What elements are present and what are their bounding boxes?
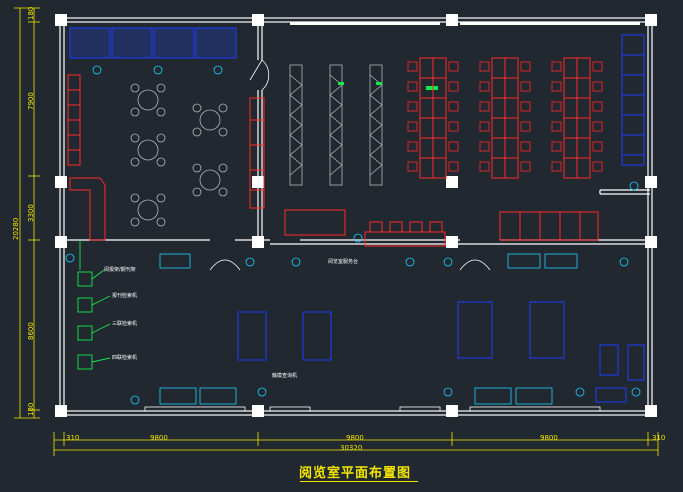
shelf-units xyxy=(249,97,265,209)
dimension-lines xyxy=(14,7,659,456)
label-service-desk: 阅览室服务台 xyxy=(328,259,359,265)
green-markers xyxy=(338,82,438,90)
dim-left-total: 20280 xyxy=(12,217,20,240)
label-item-a: 阅报架/期刊架 xyxy=(104,267,136,273)
round-tables xyxy=(130,83,228,227)
reading-tables xyxy=(419,57,591,179)
doors xyxy=(144,59,601,412)
dim-left-2: 7900 xyxy=(27,92,35,110)
dim-bottom-1: 310 xyxy=(66,434,80,442)
dim-bottom-4: 9800 xyxy=(540,434,558,442)
left-shelf xyxy=(67,74,106,241)
plants xyxy=(65,65,641,405)
windows-top xyxy=(290,22,640,25)
dim-left-1: 180 xyxy=(27,6,35,20)
service-desk xyxy=(284,209,599,247)
dim-bottom-3: 9800 xyxy=(346,434,364,442)
carrels-top-left xyxy=(69,27,237,59)
label-item-b: 报刊检索机 xyxy=(112,293,138,299)
dim-bottom-5: 310 xyxy=(652,434,666,442)
label-item-c: 三联检索机 xyxy=(112,321,138,327)
walls xyxy=(59,17,653,416)
dim-left-5: 180 xyxy=(27,402,35,416)
lower-tables xyxy=(237,301,645,403)
lower-sofas xyxy=(159,253,578,405)
devices-left xyxy=(77,240,111,370)
drawing-title: 阅览室平面布置图 xyxy=(298,466,411,481)
dim-bottom-2: 9800 xyxy=(150,434,168,442)
reading-chairs xyxy=(407,61,603,172)
carrels-right xyxy=(621,34,645,166)
dim-left-3: 3300 xyxy=(27,204,35,222)
dim-bottom-total: 30320 xyxy=(340,444,363,452)
columns xyxy=(55,14,657,417)
dim-left-4: 8600 xyxy=(27,322,35,340)
magazine-racks xyxy=(289,64,383,186)
title-underline xyxy=(300,481,418,482)
label-item-d: 四联检索机 xyxy=(112,355,138,361)
label-item-e: 触摸查询机 xyxy=(272,373,298,379)
